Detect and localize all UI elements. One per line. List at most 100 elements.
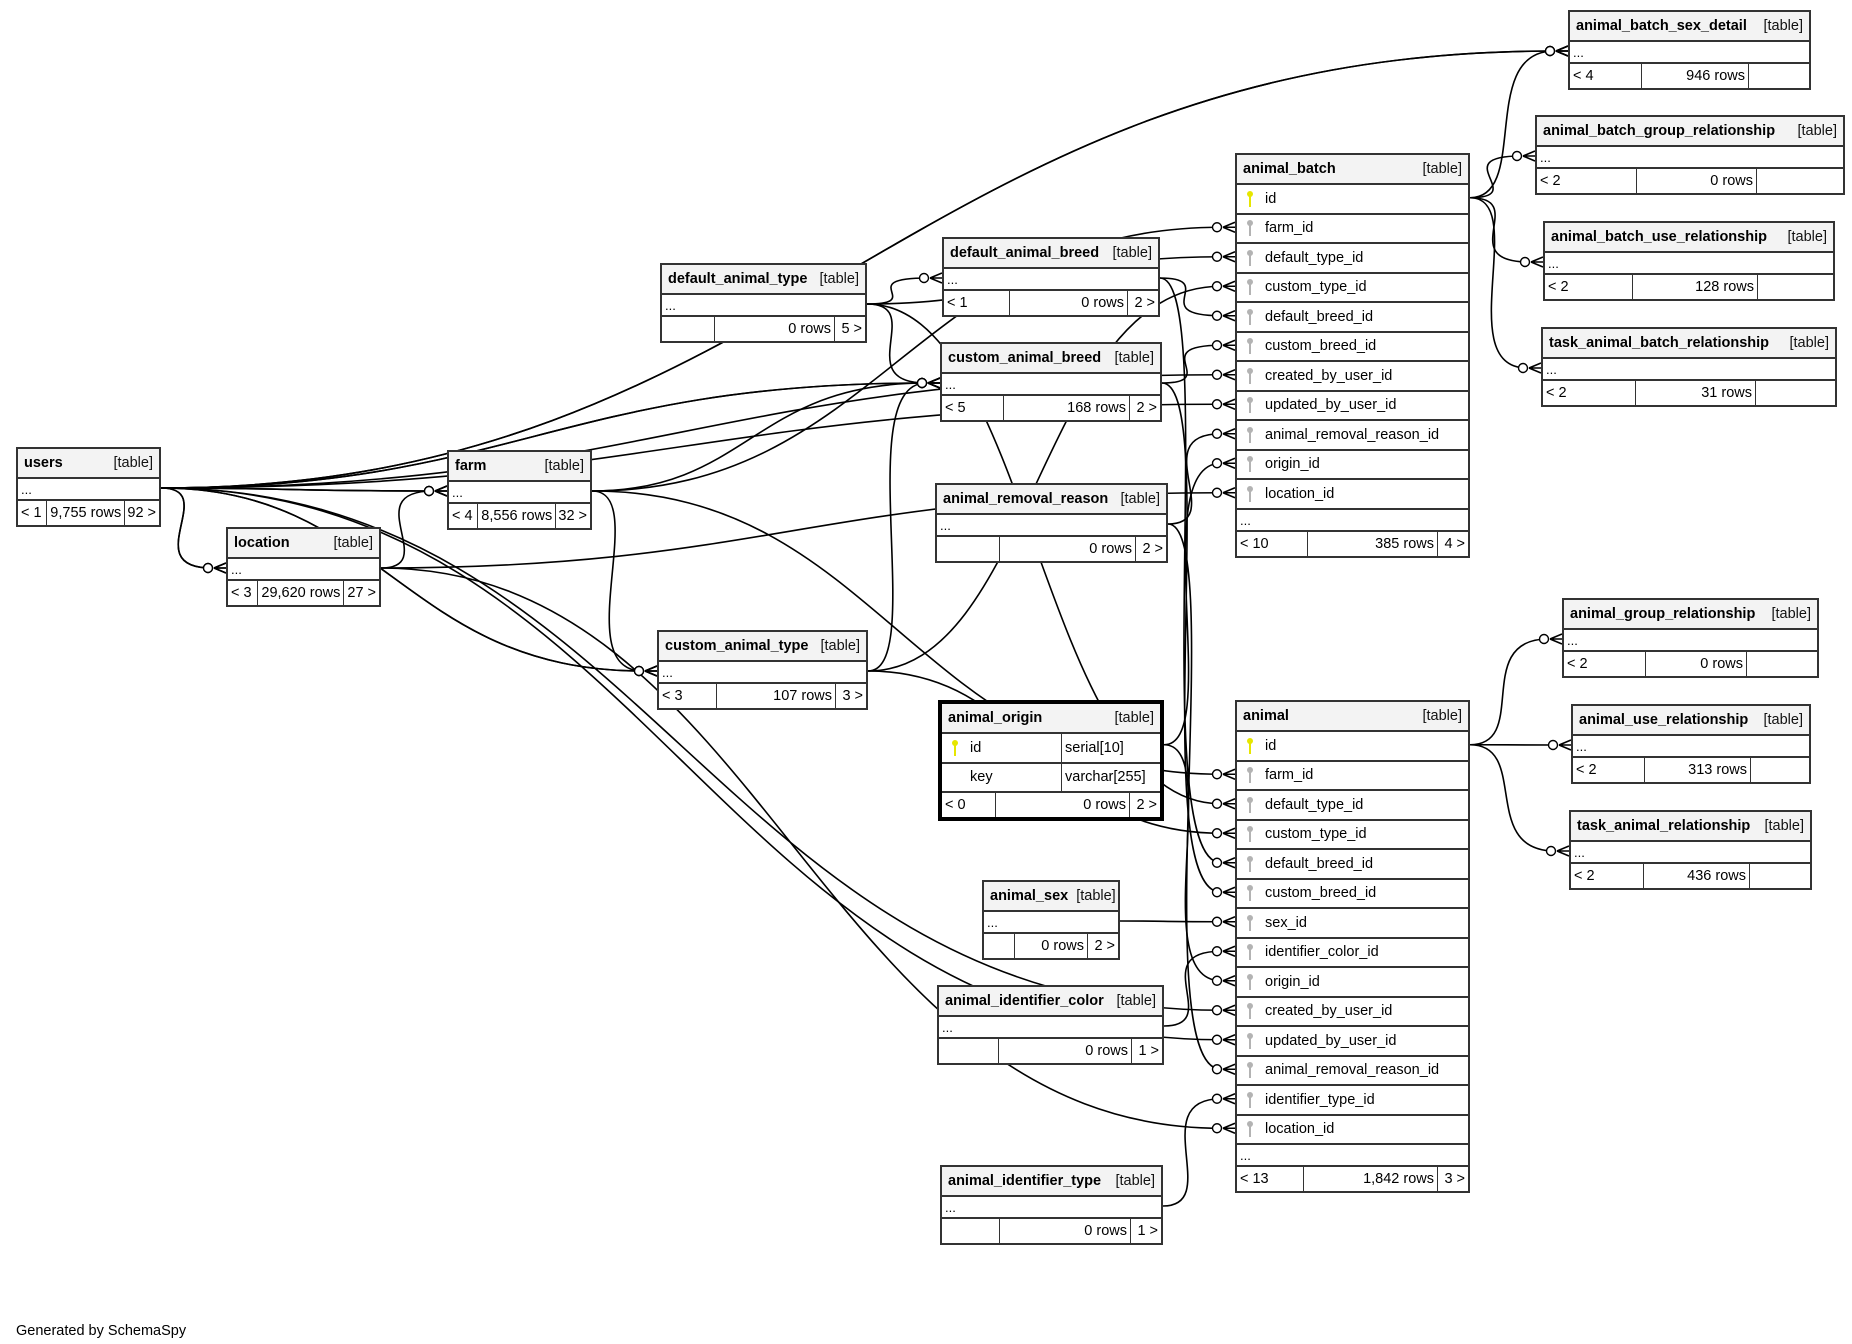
- column-row[interactable]: sex_id: [1237, 909, 1468, 939]
- parents-count[interactable]: [662, 317, 715, 341]
- column-row[interactable]: default_type_id: [1237, 244, 1468, 274]
- table-header[interactable]: custom_animal_type[table]: [659, 632, 866, 662]
- table-header[interactable]: users[table]: [18, 449, 159, 479]
- relationship-edge[interactable]: [1469, 638, 1549, 746]
- relationship-edge[interactable]: [591, 490, 644, 672]
- relationship-edge[interactable]: [160, 487, 213, 569]
- column-row[interactable]: custom_breed_id: [1237, 880, 1468, 909]
- table-task-animal-batch-relationship[interactable]: task_animal_batch_relationship[table]...…: [1541, 327, 1837, 407]
- column-row[interactable]: identifier_type_id: [1237, 1086, 1468, 1116]
- parents-count[interactable]: < 3: [228, 581, 258, 605]
- table-header[interactable]: animal_use_relationship[table]: [1573, 706, 1809, 736]
- column-row[interactable]: updated_by_user_id: [1237, 392, 1468, 421]
- relationship-edge[interactable]: [1167, 523, 1222, 1071]
- children-count[interactable]: 2 >: [1136, 400, 1157, 416]
- table-header[interactable]: animal_origin[table]: [942, 704, 1160, 734]
- table-name[interactable]: animal_use_relationship: [1579, 712, 1749, 728]
- relationship-edge[interactable]: [1159, 277, 1222, 317]
- relationship-edge[interactable]: [1163, 743, 1222, 982]
- children-count[interactable]: 2 >: [1142, 541, 1163, 557]
- relationship-edge[interactable]: [380, 567, 1222, 1130]
- table-header[interactable]: animal_batch_group_relationship[table]: [1537, 117, 1843, 147]
- children-count[interactable]: 1 >: [1138, 1043, 1159, 1059]
- column-row[interactable]: updated_by_user_id: [1237, 1027, 1468, 1057]
- column-row[interactable]: custom_breed_id: [1237, 333, 1468, 362]
- relationship-edge[interactable]: [1167, 432, 1222, 525]
- column-row[interactable]: custom_type_id: [1237, 821, 1468, 850]
- relationship-edge[interactable]: [1469, 743, 1556, 852]
- column-row[interactable]: id: [1237, 732, 1468, 762]
- parents-count[interactable]: < 0: [942, 793, 996, 817]
- parents-count[interactable]: < 1: [18, 501, 48, 525]
- table-header[interactable]: location[table]: [228, 529, 379, 559]
- children-count[interactable]: [1756, 381, 1835, 405]
- column-row[interactable]: created_by_user_id: [1237, 362, 1468, 392]
- relationship-edge[interactable]: [160, 487, 1222, 1012]
- table-name[interactable]: animal: [1243, 708, 1289, 724]
- parents-count[interactable]: < 2: [1573, 758, 1645, 782]
- column-row[interactable]: farm_id: [1237, 762, 1468, 791]
- parents-count[interactable]: < 2: [1537, 169, 1637, 193]
- parents-count[interactable]: < 4: [1570, 64, 1642, 88]
- table-name[interactable]: animal_batch: [1243, 161, 1336, 177]
- table-animal-batch-group-relationship[interactable]: animal_batch_group_relationship[table]..…: [1535, 115, 1845, 195]
- column-row[interactable]: default_breed_id: [1237, 303, 1468, 333]
- children-count[interactable]: [1751, 758, 1809, 782]
- relationship-edge[interactable]: [591, 382, 927, 492]
- table-header[interactable]: task_animal_relationship[table]: [1571, 812, 1810, 842]
- table-animal-batch-use-relationship[interactable]: animal_batch_use_relationship[table]...<…: [1543, 221, 1835, 301]
- parents-count[interactable]: < 4: [449, 504, 479, 528]
- column-row[interactable]: farm_id: [1237, 215, 1468, 244]
- table-name[interactable]: default_animal_breed: [950, 245, 1100, 261]
- table-header[interactable]: task_animal_batch_relationship[table]: [1543, 329, 1835, 359]
- table-name[interactable]: animal_batch_use_relationship: [1551, 229, 1767, 245]
- children-count[interactable]: 3 >: [1444, 1171, 1465, 1187]
- column-row[interactable]: default_type_id: [1237, 791, 1468, 821]
- relationship-edge[interactable]: [1469, 50, 1555, 199]
- table-header[interactable]: animal_sex[table]: [984, 882, 1118, 912]
- relationship-edge[interactable]: [866, 277, 929, 305]
- column-row[interactable]: animal_removal_reason_id: [1237, 1057, 1468, 1086]
- parents-count[interactable]: < 2: [1543, 381, 1636, 405]
- parents-count[interactable]: < 13: [1237, 1167, 1304, 1191]
- relationship-edge[interactable]: [1163, 950, 1222, 1027]
- parents-count[interactable]: < 1: [944, 291, 1010, 315]
- relationship-edge[interactable]: [1161, 382, 1222, 894]
- column-row[interactable]: custom_type_id: [1237, 274, 1468, 303]
- table-header[interactable]: animal_identifier_color[table]: [939, 987, 1162, 1017]
- relationship-edge[interactable]: [866, 303, 927, 384]
- table-name[interactable]: task_animal_batch_relationship: [1549, 335, 1769, 351]
- relationship-edge[interactable]: [160, 487, 644, 672]
- column-row[interactable]: identifier_color_id: [1237, 939, 1468, 968]
- column-row[interactable]: origin_id: [1237, 968, 1468, 998]
- table-name[interactable]: farm: [455, 458, 487, 474]
- table-header[interactable]: farm[table]: [449, 452, 590, 482]
- children-count[interactable]: 3 >: [842, 688, 863, 704]
- relationship-edge[interactable]: [160, 487, 213, 569]
- parents-count[interactable]: < 2: [1545, 275, 1633, 299]
- children-count[interactable]: 32 >: [558, 508, 587, 524]
- relationship-edge[interactable]: [1469, 196, 1530, 263]
- table-header[interactable]: animal_batch[table]: [1237, 155, 1468, 185]
- relationship-edge[interactable]: [1162, 1097, 1222, 1207]
- parents-count[interactable]: < 2: [1571, 864, 1644, 888]
- column-row[interactable]: id: [1237, 185, 1468, 215]
- column-row[interactable]: animal_removal_reason_id: [1237, 421, 1468, 451]
- parents-count[interactable]: < 5: [942, 396, 1004, 420]
- table-header[interactable]: animal_batch_sex_detail[table]: [1570, 12, 1809, 42]
- column-row[interactable]: location_id: [1237, 1116, 1468, 1145]
- children-count[interactable]: [1747, 652, 1817, 676]
- table-header[interactable]: animal[table]: [1237, 702, 1468, 732]
- children-count[interactable]: [1757, 169, 1843, 193]
